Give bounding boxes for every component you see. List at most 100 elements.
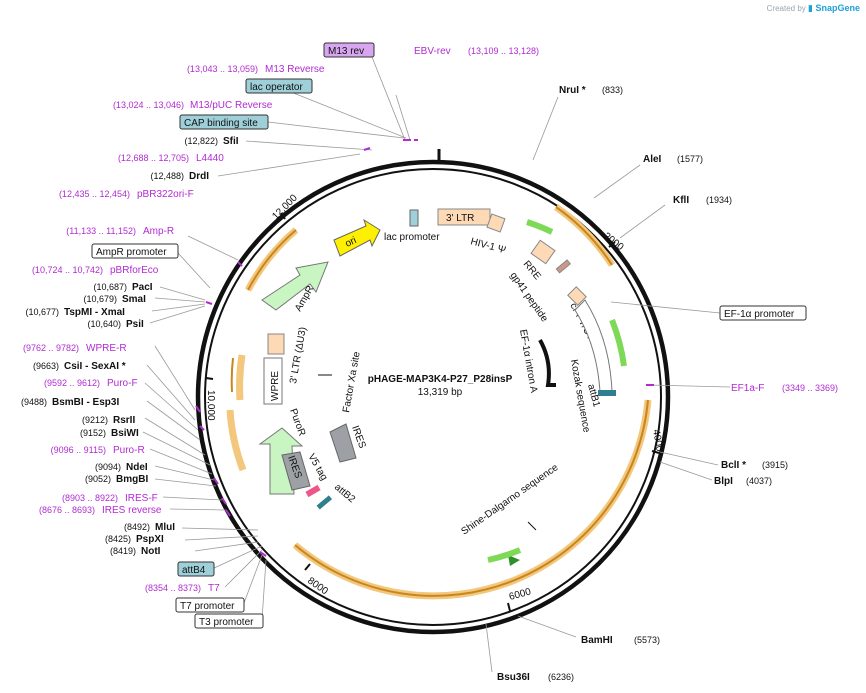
feature-attb2 bbox=[316, 495, 333, 510]
enzyme-psii-pos: (10,640) bbox=[87, 319, 121, 329]
feature-v5-tag bbox=[305, 484, 321, 498]
enzyme-alei-pos: (1577) bbox=[677, 154, 703, 164]
primer-m13puc-pos: (13,024 .. 13,046) bbox=[113, 100, 184, 110]
tick-mark-10000 bbox=[205, 377, 214, 380]
enzyme-kfli[interactable]: KflI bbox=[673, 195, 689, 206]
primer-puro-f[interactable]: Puro-F bbox=[107, 378, 138, 389]
enzyme-bcli[interactable]: BclI * bbox=[721, 460, 746, 471]
feature-ires-outer bbox=[281, 451, 311, 491]
enzyme-noti-pos: (8419) bbox=[110, 546, 136, 556]
label-ori: ori bbox=[344, 235, 359, 250]
label-gp41: gp41 peptide bbox=[508, 270, 550, 324]
primer-ires-f[interactable]: IRES-F bbox=[125, 493, 158, 504]
enzyme-ndei[interactable]: NdeI bbox=[126, 462, 148, 473]
label-attb2: attB2 bbox=[332, 482, 357, 506]
box-t3-promoter[interactable] bbox=[194, 613, 264, 629]
enzyme-csii-pos: (9663) bbox=[33, 361, 59, 371]
enzyme-bamhi[interactable]: BamHI bbox=[581, 635, 613, 646]
box-lac-operator-label: lac operator bbox=[250, 82, 303, 93]
enzyme-rsrii[interactable]: RsrII bbox=[113, 415, 135, 426]
orf-arc-w1 bbox=[226, 409, 247, 472]
primer-pbrforeco[interactable]: pBRforEco bbox=[110, 265, 159, 276]
orf-arc-nw bbox=[244, 227, 299, 292]
primer-pbr322ori[interactable]: pBR322ori-F bbox=[137, 189, 194, 200]
enzyme-tspmi[interactable]: TspMI - XmaI bbox=[64, 307, 125, 318]
box-attb4-label: attB4 bbox=[182, 565, 206, 576]
box-m13-rev[interactable] bbox=[323, 42, 375, 58]
primer-amp-r[interactable]: Amp-R bbox=[143, 226, 174, 237]
enzyme-noti[interactable]: NotI bbox=[141, 546, 161, 557]
plasmid-name: pHAGE-MAP3K4-P27_P28insP bbox=[368, 374, 513, 385]
primer-marks bbox=[195, 139, 654, 557]
feature-cppt bbox=[567, 286, 587, 306]
primer-ebv-rev[interactable]: EBV-rev bbox=[414, 46, 451, 57]
tick-6000: 6000 bbox=[508, 586, 533, 602]
feature-wpre bbox=[263, 357, 283, 405]
orf-arc-w2 bbox=[236, 354, 246, 401]
feature-ltr-du3 bbox=[267, 333, 285, 355]
enzyme-bsmbi[interactable]: BsmBI - Esp3I bbox=[52, 397, 119, 408]
feature-3ltr bbox=[437, 208, 491, 226]
orf-arcs bbox=[226, 204, 652, 600]
feature-ori bbox=[333, 218, 381, 257]
label-3ltr: 3' LTR bbox=[446, 213, 474, 224]
enzyme-paci[interactable]: PacI bbox=[132, 282, 153, 293]
primer-ires-reverse[interactable]: IRES reverse bbox=[102, 505, 162, 516]
label-shine: Shine-Dalgarno sequence bbox=[459, 462, 560, 538]
enzyme-rsrii-pos: (9212) bbox=[82, 415, 108, 425]
credit-brand: SnapGene bbox=[815, 3, 860, 13]
credit-prefix: Created by bbox=[766, 4, 806, 13]
box-cap-site[interactable] bbox=[179, 114, 269, 130]
enzyme-csii[interactable]: CsiI - SexAI * bbox=[64, 361, 126, 372]
enzyme-alei[interactable]: AleI bbox=[643, 154, 662, 165]
box-ef1a-promoter[interactable] bbox=[719, 305, 807, 321]
orf-arc-main-core bbox=[294, 399, 649, 597]
enzyme-bmgbi[interactable]: BmgBI bbox=[116, 474, 148, 485]
enzyme-drdi[interactable]: DrdI bbox=[189, 171, 209, 182]
enzyme-sfii-pos: (12,822) bbox=[184, 136, 218, 146]
box-attb4[interactable] bbox=[177, 561, 215, 577]
primer-ires-reverse-pos: (8676 .. 8693) bbox=[39, 505, 95, 515]
enzyme-bsiwi-pos: (9152) bbox=[80, 428, 106, 438]
enzyme-sfii[interactable]: SfiI bbox=[223, 136, 239, 147]
enzyme-nrui-pos: (833) bbox=[602, 85, 623, 95]
enzyme-bsiwi[interactable]: BsiWI bbox=[111, 428, 139, 439]
label-ltr-du3: 3' LTR (ΔU3) bbox=[288, 326, 309, 384]
box-ampr-promoter[interactable] bbox=[91, 243, 179, 259]
orf-arrow-bottom bbox=[508, 555, 520, 566]
feature-ef1a-intron bbox=[538, 339, 556, 387]
tick-mark-12000 bbox=[280, 212, 286, 220]
label-v5: V5 tag bbox=[305, 452, 329, 483]
primer-ef1a-f[interactable]: EF1a-F bbox=[731, 383, 764, 394]
orf-arc-nw-core bbox=[247, 229, 297, 291]
enzyme-nrui[interactable]: NruI * bbox=[559, 85, 586, 96]
box-t7-promoter[interactable] bbox=[175, 597, 245, 613]
enzyme-bsu36i[interactable]: Bsu36I bbox=[497, 672, 530, 683]
primer-t7[interactable]: T7 bbox=[208, 583, 220, 594]
backbone-inner bbox=[204, 168, 662, 626]
green-arc-ne bbox=[526, 219, 554, 235]
enzyme-mlui[interactable]: MluI bbox=[155, 522, 175, 533]
primer-m13-reverse[interactable]: M13 Reverse bbox=[265, 64, 325, 75]
feature-rre bbox=[530, 239, 556, 265]
box-lac-operator[interactable] bbox=[245, 78, 313, 94]
tick-mark-6000 bbox=[507, 602, 511, 612]
primer-wpre-r[interactable]: WPRE-R bbox=[86, 343, 127, 354]
enzyme-pspxi[interactable]: PspXI bbox=[136, 534, 164, 545]
feature-lac-promoter bbox=[409, 209, 419, 227]
enzyme-bsmbi-pos: (9488) bbox=[21, 397, 47, 407]
enzyme-tspmi-pos: (10,677) bbox=[25, 307, 59, 317]
primer-m13puc[interactable]: M13/pUC Reverse bbox=[190, 100, 273, 111]
primer-t7-pos: (8354 .. 8373) bbox=[145, 583, 201, 593]
enzyme-blpi[interactable]: BlpI bbox=[714, 476, 733, 487]
snapgene-brand: ▮ SnapGene bbox=[808, 3, 860, 13]
primer-puro-r[interactable]: Puro-R bbox=[113, 445, 145, 456]
enzyme-bcli-pos: (3915) bbox=[762, 460, 788, 470]
box-cap-site-label: CAP binding site bbox=[184, 118, 258, 129]
enzyme-psii[interactable]: PsiI bbox=[126, 319, 144, 330]
orf-arc-w3 bbox=[230, 357, 234, 393]
tick-10000: 10,000 bbox=[205, 390, 216, 421]
primer-l4440[interactable]: L4440 bbox=[196, 153, 224, 164]
enzyme-smai[interactable]: SmaI bbox=[122, 294, 146, 305]
